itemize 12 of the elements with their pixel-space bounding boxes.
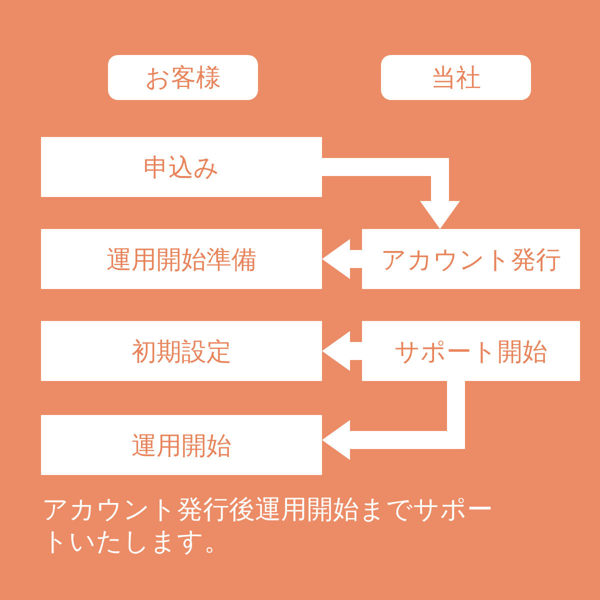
step-box: 運用開始 <box>41 415 322 475</box>
step-box: サポート開始 <box>362 321 580 381</box>
step-box: 運用開始準備 <box>41 229 322 289</box>
step-box: 初期設定 <box>41 321 322 381</box>
block-arrow <box>322 158 460 229</box>
header-box: お客様 <box>108 55 258 100</box>
block-arrow <box>322 239 362 279</box>
step-box: アカウント発行 <box>362 229 580 289</box>
step-box: 申込み <box>41 137 322 197</box>
note-text: アカウント発行後運用開始までサポートいたします。 <box>42 494 494 558</box>
header-box: 当社 <box>381 55 531 100</box>
block-arrow <box>322 331 362 371</box>
